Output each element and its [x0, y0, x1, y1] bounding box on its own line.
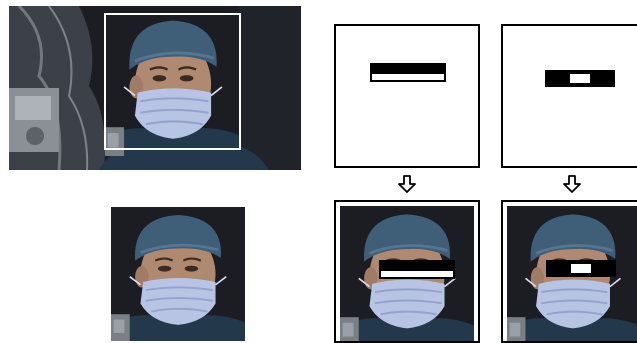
cropped-face-photo	[111, 207, 245, 341]
line-feature-kernel	[501, 24, 637, 168]
detection-box	[104, 13, 241, 150]
line-feature-overlay-light	[571, 264, 591, 273]
down-arrow-icon	[397, 174, 417, 194]
line-feature-light-center	[570, 74, 590, 83]
edge-feature-applied-frame	[334, 200, 480, 343]
edge-feature-overlay-light	[379, 269, 455, 279]
edge-feature-light-band	[370, 72, 446, 82]
edge-feature-kernel	[334, 24, 480, 168]
edge-feature-dark-band	[370, 63, 446, 72]
line-feature-applied-frame	[501, 200, 637, 343]
edge-feature-overlay-dark	[379, 260, 455, 269]
down-arrow-icon	[562, 174, 582, 194]
source-photo	[9, 6, 301, 170]
